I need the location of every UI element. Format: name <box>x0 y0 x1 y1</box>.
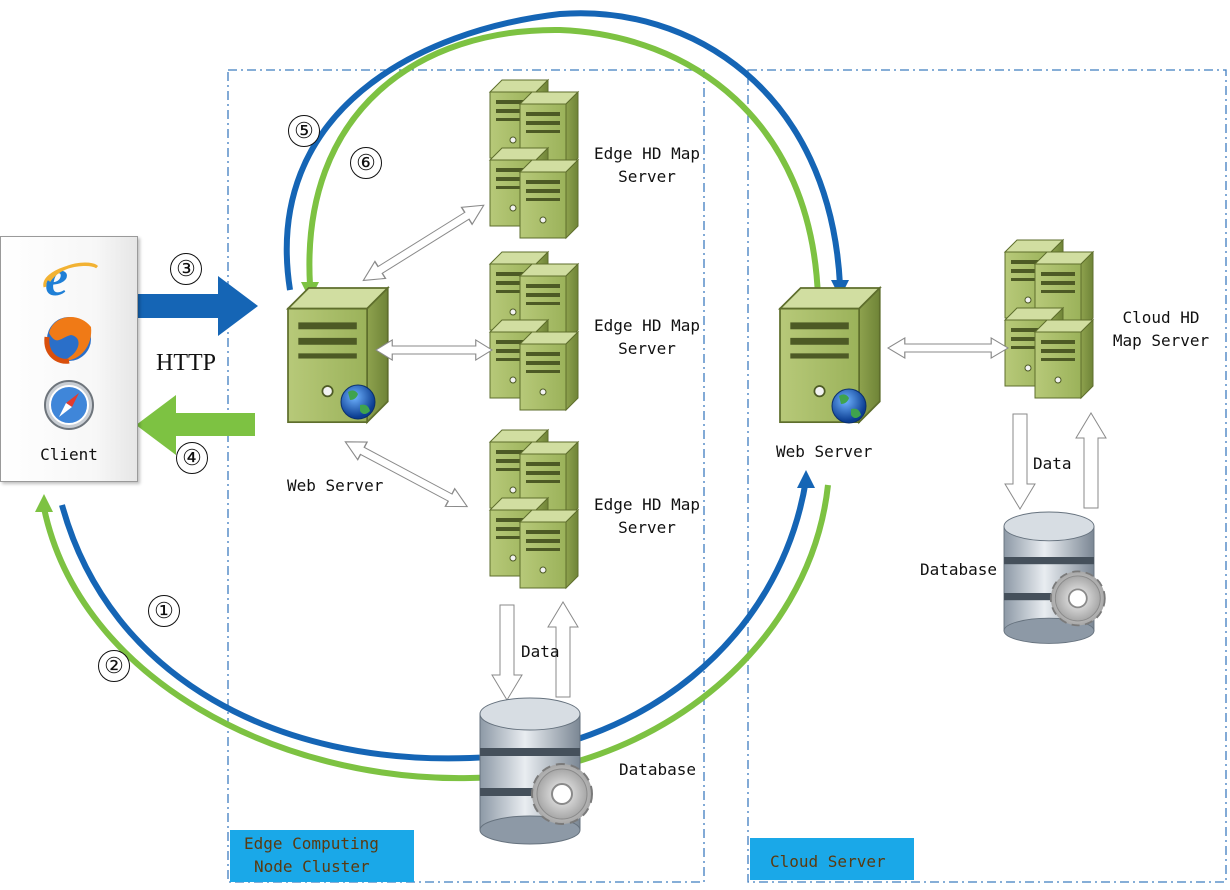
edge-map-server-2 <box>489 251 579 411</box>
cloud-data-down-arrow <box>1004 413 1036 510</box>
cloud-server-frame <box>747 69 1227 883</box>
edge-data-down-arrow <box>491 604 523 701</box>
edge-map-server-1-line2: Server <box>618 167 676 186</box>
edge-map-server-2-line2: Server <box>618 339 676 358</box>
edge-cluster-tag: Edge Computing Node Cluster <box>230 830 414 882</box>
client-panel: e Client <box>0 236 138 482</box>
edge-map-server-3-line1: Edge HD Map <box>594 495 700 514</box>
ie-icon: e <box>43 250 99 307</box>
edge-cluster-frame <box>227 69 705 883</box>
edge-cluster-tag-line2: Node Cluster <box>254 857 370 876</box>
cloud-data-label: Data <box>1033 454 1072 473</box>
response-arc-bottom-green <box>41 484 831 782</box>
safari-icon <box>44 380 94 430</box>
step-3-marker: ③ <box>170 253 202 285</box>
edge-map-server-2-line1: Edge HD Map <box>594 316 700 335</box>
edge-map-server-1-label: Edge HD Map Server <box>588 142 706 188</box>
http-request-arrow <box>138 276 258 336</box>
cloud-map-server-label: Cloud HD Map Server <box>1100 306 1222 352</box>
step-5-marker: ⑤ <box>288 115 320 147</box>
request-arc-bottom-blue <box>59 479 809 762</box>
cloud-database-icon <box>1003 511 1106 645</box>
response-arc-bottom-green-head <box>35 494 53 512</box>
svg-text:e: e <box>45 250 68 307</box>
step-1-marker: ① <box>148 595 180 627</box>
edge-globe-icon <box>340 384 376 420</box>
edge-data-label: Data <box>521 642 560 661</box>
edge-map-server-3-label: Edge HD Map Server <box>588 493 706 539</box>
cloud-server-tag-text: Cloud Server <box>770 852 886 871</box>
step-4-marker: ④ <box>176 442 208 474</box>
edge-cluster-tag-line1: Edge Computing <box>244 834 379 853</box>
cloud-map-server <box>1004 239 1094 399</box>
cloud-link-arrow <box>887 337 1009 359</box>
cloud-data-up-arrow <box>1075 412 1107 509</box>
client-browser-icons: e <box>43 250 99 430</box>
http-label: HTTP <box>156 350 216 376</box>
edge-map-server-2-label: Edge HD Map Server <box>588 314 706 360</box>
step-2-marker: ② <box>98 650 130 682</box>
request-arc-bottom-blue-head <box>797 470 815 488</box>
client-label: Client <box>40 445 98 464</box>
cloud-map-server-line2: Map Server <box>1112 331 1210 350</box>
response-arc-top-green <box>306 26 821 299</box>
cloud-server-tag: Cloud Server <box>750 838 914 880</box>
edge-database-label: Database <box>619 760 697 779</box>
firefox-icon <box>44 316 92 364</box>
cloud-database-label: Database <box>920 560 998 579</box>
http-response-arrow <box>136 395 255 455</box>
cloud-map-server-line1: Cloud HD <box>1122 308 1200 327</box>
edge-map-server-3-line2: Server <box>618 518 676 537</box>
edge-map-server-3 <box>489 429 579 589</box>
request-arc-top-blue <box>283 10 843 291</box>
link-arrow-map-1 <box>357 196 490 290</box>
edge-database-icon <box>479 697 593 845</box>
edge-web-server-label: Web Server <box>287 476 384 495</box>
cloud-web-server-label: Web Server <box>776 442 873 461</box>
edge-map-server-1-line1: Edge HD Map <box>594 144 700 163</box>
step-6-marker: ⑥ <box>350 147 382 179</box>
edge-map-server-1 <box>489 79 579 239</box>
cloud-globe-icon <box>831 388 867 424</box>
link-arrow-map-2 <box>375 339 493 361</box>
